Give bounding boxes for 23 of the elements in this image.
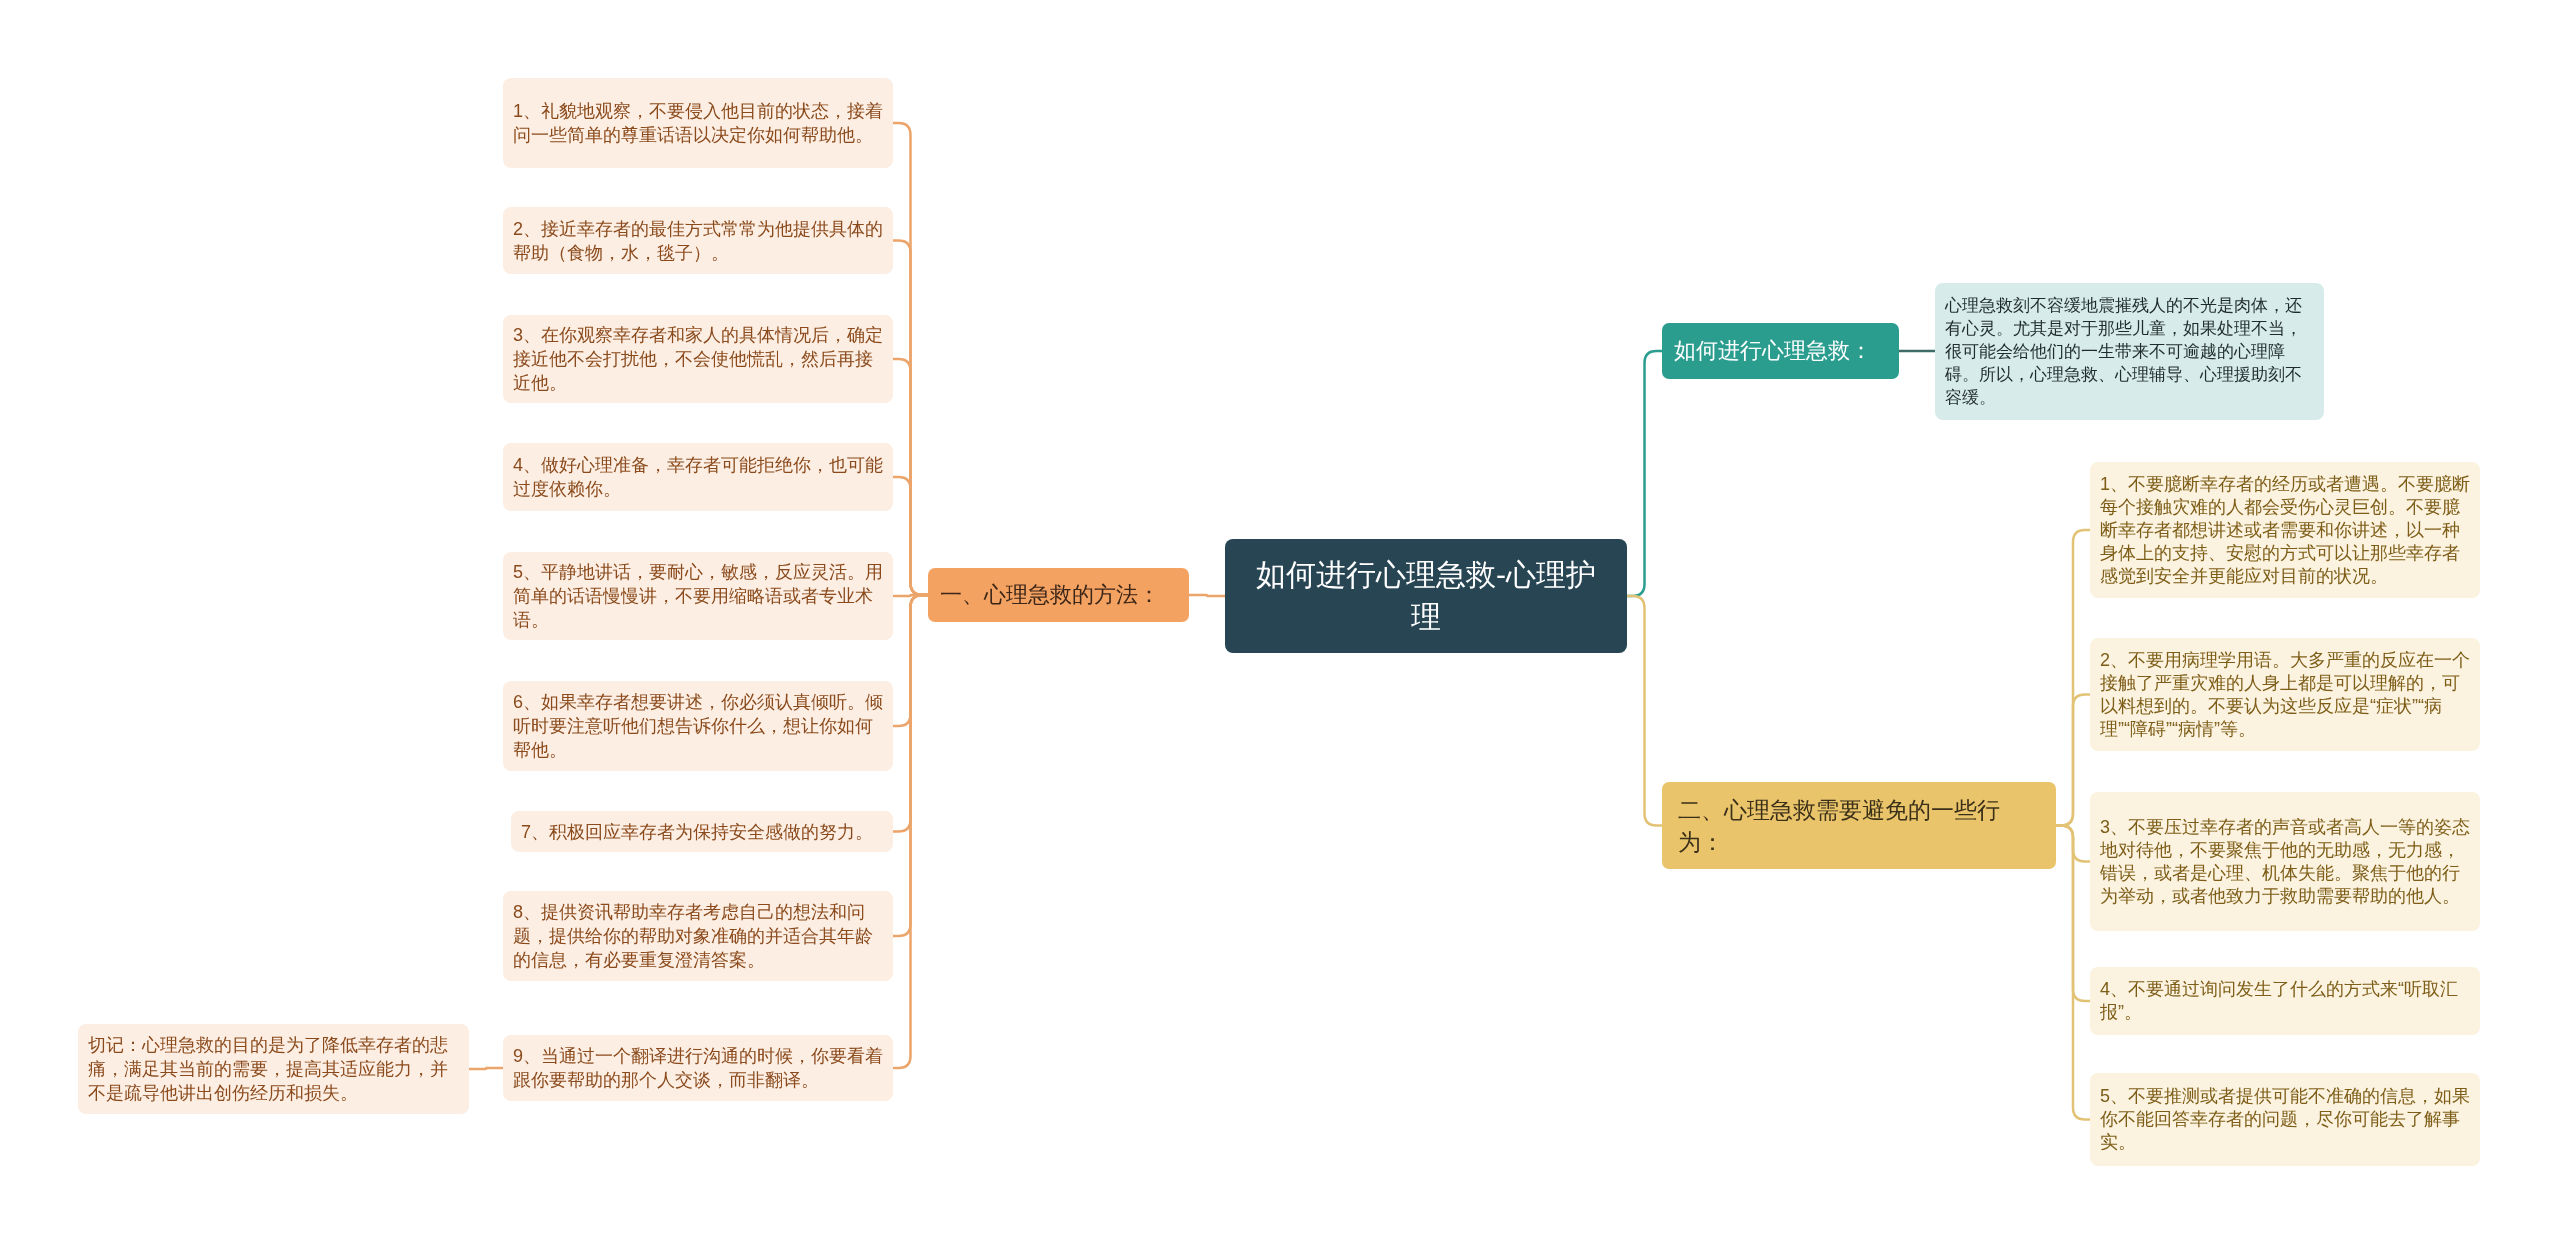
subtopic-card: 5、不要推测或者提供可能不准确的信息，如果你不能回答幸存者的问题，尽你可能去了解事实。: [2090, 1073, 2480, 1166]
subtopic-card: 1、礼貌地观察，不要侵入他目前的状态，接着问一些简单的尊重话语以决定你如何帮助他。: [503, 78, 893, 168]
subtopic-card: 4、不要通过询问发生了什么的方式来“听取汇报”。: [2090, 967, 2480, 1035]
subtopic-card: 3、不要压过幸存者的声音或者高人一等的姿态地对待他，不要聚焦于他的无助感，无力感，错误，或者是心理、机体失能。聚焦于他的行为举动，或者他致力于救助需要帮助的他人。: [2090, 792, 2480, 931]
connector-line: [1189, 593, 1225, 598]
subtopic-card: 2、接近幸存者的最佳方式常常为他提供具体的帮助（食物，水，毯子）。: [503, 207, 893, 274]
subtopic-card: 8、提供资讯帮助幸存者考虑自己的想法和问题，提供给你的帮助对象准确的并适合其年龄的信息，有必要重复澄清答案。: [503, 891, 893, 981]
subtopic-card: 9、当通过一个翻译进行沟通的时候，你要看着跟你要帮助的那个人交谈，而非翻译。: [503, 1035, 893, 1101]
branch-topic: 如何进行心理急救：: [1662, 323, 1899, 379]
subtopic-card: 7、积极回应幸存者为保持安全感做的努力。: [511, 811, 893, 852]
root-topic: 如何进行心理急救-心理护理: [1225, 539, 1627, 653]
subtopic-card: 6、如果幸存者想要讲述，你必须认真倾听。倾听时要注意听他们想告诉你什么，想让你如何帮他。: [503, 681, 893, 771]
detail-card: 心理急救刻不容缓地震摧残人的不光是肉体，还有心灵。尤其是对于那些儿童，如果处理不当，很可能会给他们的一生带来不可逾越的心理障碍。所以，心理急救、心理辅导、心理援助刻不容缓。: [1935, 283, 2324, 420]
subtopic-card: 2、不要用病理学用语。大多严重的反应在一个接触了严重灾难的人身上都是可以理解的，可以料想到的。不要认为这些反应是“症状”“病理”“障碍”“病情”等。: [2090, 638, 2480, 751]
subtopic-card: 切记：心理急救的目的是为了降低幸存者的悲痛，满足其当前的需要，提高其适应能力，并不是疏导他讲出创伤经历和损失。: [78, 1024, 469, 1114]
subtopic-card: 1、不要臆断幸存者的经历或者遭遇。不要臆断每个接触灾难的人都会受伤心灵巨创。不要臆断幸存者都想讲述或者需要和你讲述，以一种身体上的支持、安慰的方式可以让那些幸存者感觉到安全并更能应对目前的状况。: [2090, 462, 2480, 598]
connector-line: [469, 1066, 503, 1071]
subtopic-card: 5、平静地讲话，要耐心，敏感，反应灵活。用简单的话语慢慢讲，不要用缩略语或者专业术语。: [503, 552, 893, 640]
branch-topic: 一、心理急救的方法：: [928, 568, 1189, 622]
subtopic-card: 3、在你观察幸存者和家人的具体情况后，确定接近他不会打扰他，不会使他慌乱，然后再接近他。: [503, 315, 893, 403]
connector-line: [1899, 349, 1935, 353]
branch-topic: 二、心理急救需要避免的一些行为：: [1662, 782, 2056, 869]
subtopic-card: 4、做好心理准备，幸存者可能拒绝你，也可能过度依赖你。: [503, 443, 893, 511]
